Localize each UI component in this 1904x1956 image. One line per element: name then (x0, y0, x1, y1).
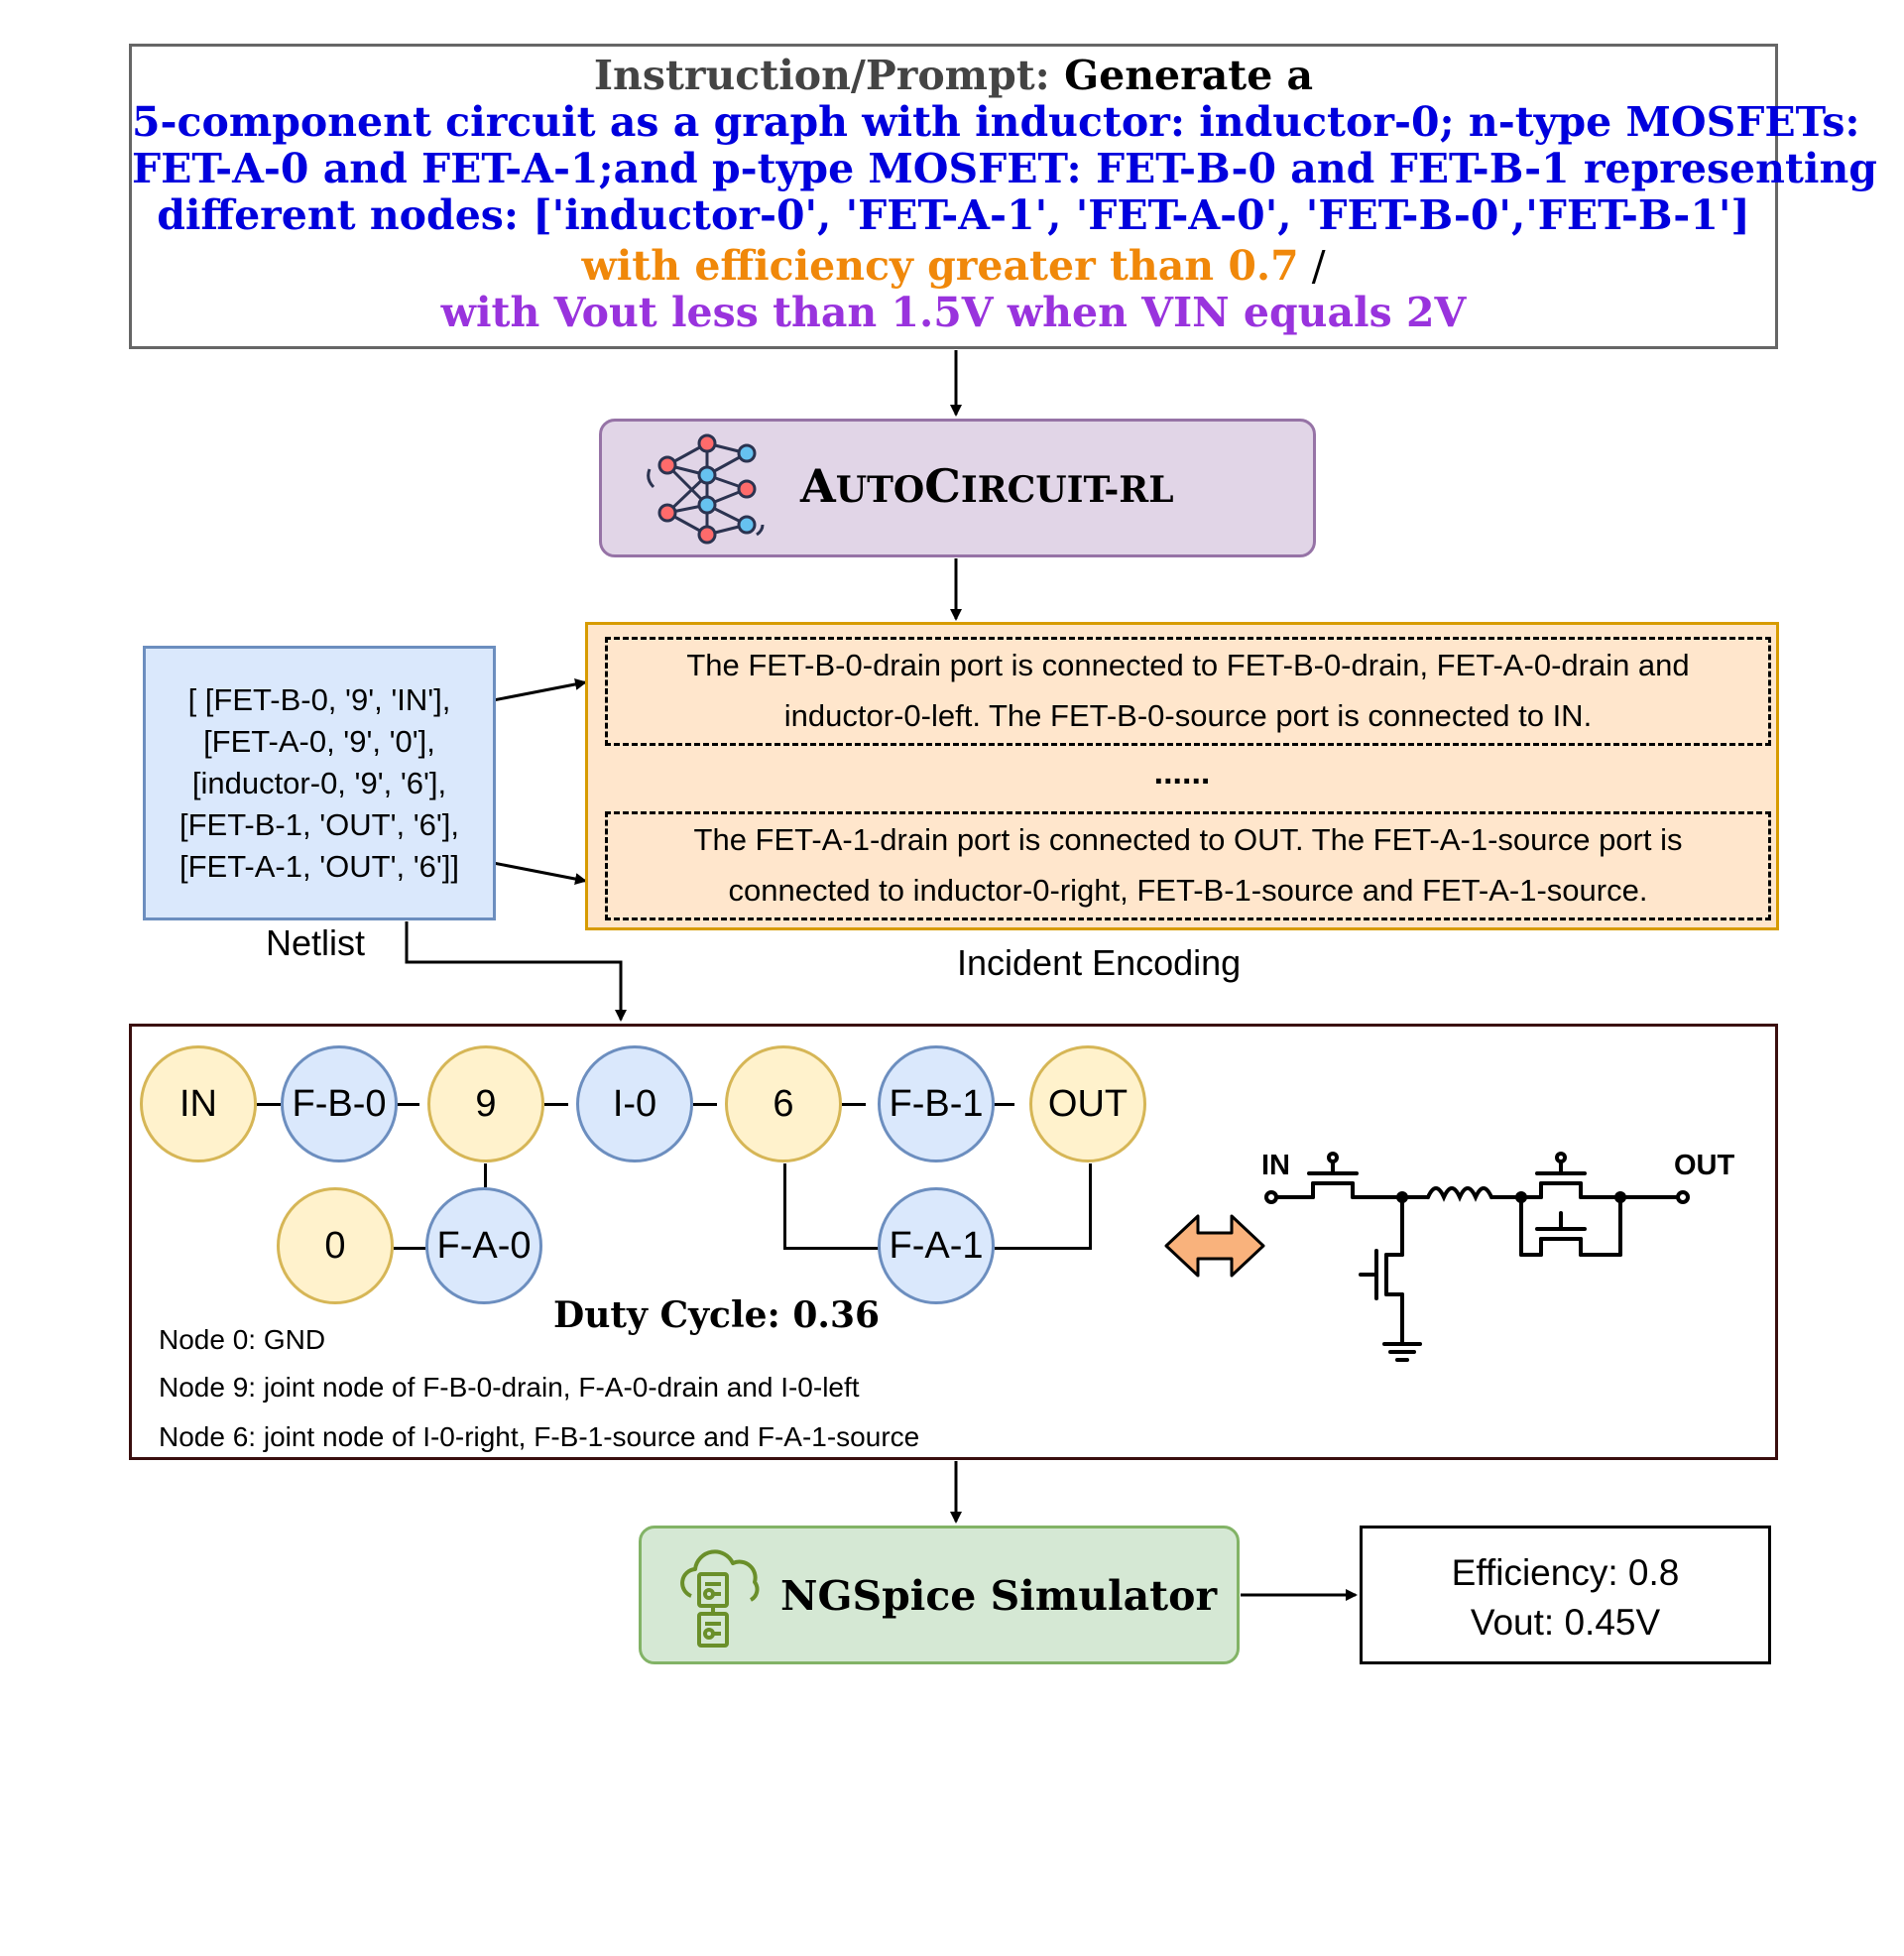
simulator-title: NGSpice Simulator (780, 1572, 1218, 1620)
graph-edge (783, 1163, 786, 1250)
arrow-netlist-to-graph (405, 921, 627, 1022)
encoding-block-2: The FET-A-1-drain port is connected to O… (605, 811, 1771, 920)
netlist-line: [FET-A-0, '9', '0'], (203, 723, 435, 759)
netlist-line: [inductor-0, '9', '6'], (191, 765, 447, 800)
graph-node-0: 0 (277, 1187, 394, 1304)
graph-edge (1089, 1163, 1092, 1250)
graph-node-inductor-0: I-0 (576, 1045, 693, 1162)
netlist-caption: Netlist (266, 922, 366, 963)
graph-node-in: IN (140, 1045, 257, 1162)
arrow-netlist-encoding-bottom (481, 857, 587, 885)
incident-encoding-box: The FET-B-0-drain port is connected to F… (585, 622, 1779, 930)
cloud-circuit-icon (680, 1549, 760, 1648)
equivalence-double-arrow (1164, 1214, 1265, 1278)
legend-node-6: Node 6: joint node of I-0-right, F-B-1-s… (159, 1421, 920, 1452)
schematic-out-label: OUT (1674, 1150, 1735, 1181)
duty-cycle-label: Duty Cycle: 0.36 (553, 1294, 881, 1336)
netlist-line: [FET-A-1, 'OUT', '6']] (178, 848, 460, 884)
graph-edge (693, 1103, 717, 1106)
graph-node-9: 9 (427, 1045, 544, 1162)
prompt-box: Instruction/Prompt: Generate a 5-compone… (129, 44, 1877, 349)
graph-node-fet-b-0: F-B-0 (281, 1045, 398, 1162)
graph-edge (484, 1163, 487, 1187)
graph-node-out: OUT (1029, 1045, 1146, 1162)
prompt-intro: Generate a (1064, 52, 1314, 99)
circuit-graph-box: IN F-B-0 9 I-0 6 F-B-1 OUT 0 F-A-0 F-A-1… (129, 1024, 1778, 1460)
prompt-line-3: FET-A-0 and FET-A-1;and p-type MOSFET: F… (132, 145, 1877, 192)
encoding-ellipsis: ...... (1153, 754, 1211, 792)
netlist-text: [ [FET-B-0, '9', 'IN'], [FET-A-0, '9', '… (179, 679, 459, 888)
graph-node-fet-a-1: F-A-1 (878, 1187, 995, 1304)
schematic-in-label: IN (1261, 1150, 1290, 1181)
graph-node-6: 6 (725, 1045, 842, 1162)
graph-node-fet-a-0: F-A-0 (425, 1187, 542, 1304)
prompt-vout-condition: with Vout less than 1.5V when VIN equals… (440, 289, 1467, 336)
graph-edge (991, 1103, 1014, 1106)
encoding-block-1: The FET-B-0-drain port is connected to F… (605, 637, 1771, 746)
graph-edge (396, 1103, 419, 1106)
netlist-box: [ [FET-B-0, '9', 'IN'], [FET-A-0, '9', '… (143, 646, 496, 920)
neural-network-icon (647, 433, 765, 545)
arrow-netlist-encoding-top (481, 678, 587, 706)
graph-edge (783, 1247, 881, 1250)
simulation-result-box: Efficiency: 0.8 Vout: 0.45V (1360, 1526, 1771, 1664)
legend-node-0: Node 0: GND (159, 1324, 326, 1355)
prompt-separator: / (1298, 242, 1326, 290)
prompt-efficiency-condition: with efficiency greater than 0.7 (581, 242, 1299, 290)
graph-edge (995, 1247, 1092, 1250)
prompt-line-4: different nodes: ['inductor-0', 'FET-A-1… (157, 191, 1750, 239)
graph-node-fet-b-1: F-B-1 (878, 1045, 995, 1162)
autocircuit-rl-box: AUTOCIRCUIT-RL (599, 419, 1316, 557)
graph-edge (394, 1247, 425, 1250)
autocircuit-rl-title: AUTOCIRCUIT-RL (800, 459, 1174, 513)
netlist-line: [FET-B-1, 'OUT', '6'], (178, 806, 460, 842)
graph-edge (257, 1103, 281, 1106)
prompt-label: Instruction/Prompt: (593, 52, 1050, 99)
result-vout: Vout: 0.45V (1470, 1602, 1661, 1643)
netlist-line: [ [FET-B-0, '9', 'IN'], (187, 681, 451, 717)
legend-node-9: Node 9: joint node of F-B-0-drain, F-A-0… (159, 1372, 860, 1403)
graph-edge (842, 1103, 866, 1106)
circuit-schematic (1264, 1152, 1690, 1362)
ngspice-simulator-box: NGSpice Simulator (639, 1526, 1240, 1664)
prompt-line-2: 5-component circuit as a graph with indu… (132, 98, 1860, 146)
graph-edge (544, 1103, 568, 1106)
result-efficiency: Efficiency: 0.8 (1451, 1552, 1680, 1593)
encoding-caption: Incident Encoding (957, 942, 1242, 983)
